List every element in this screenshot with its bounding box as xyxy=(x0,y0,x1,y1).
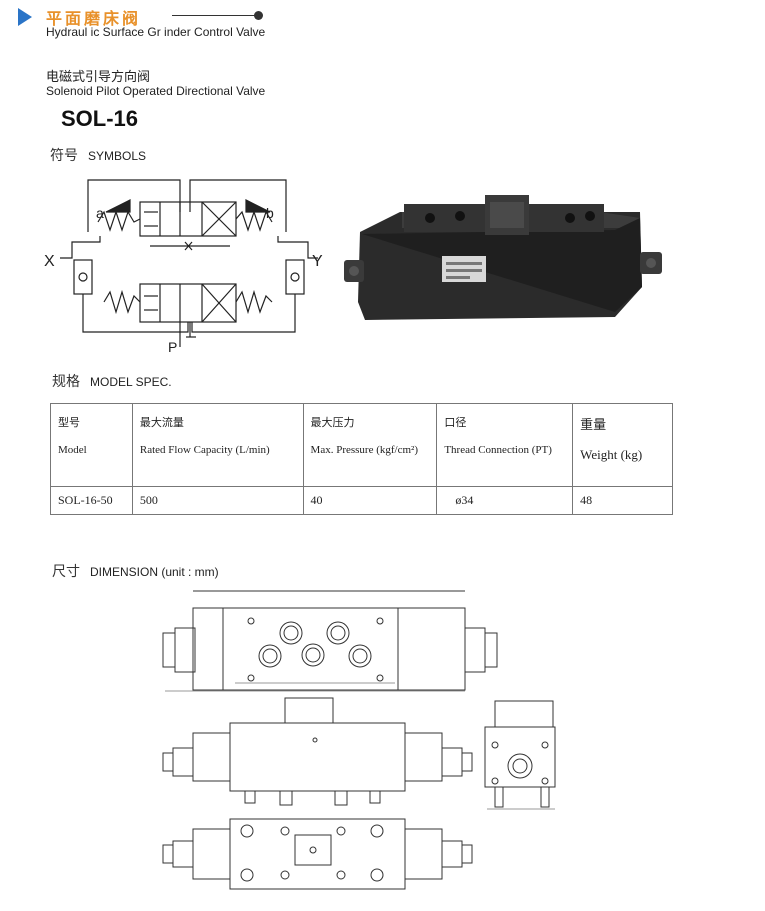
port-y-label: Y xyxy=(312,253,323,270)
symbols-heading: 符号 SYMBOLS xyxy=(50,145,146,165)
header-arrow-icon xyxy=(18,8,32,26)
port-a-label: a xyxy=(96,205,104,221)
dimension-drawing xyxy=(162,590,556,890)
port-x-label: X xyxy=(44,253,55,270)
cell-model: SOL-16-50 xyxy=(50,486,133,515)
dimension-heading-en: DIMENSION (unit : mm) xyxy=(90,565,219,579)
cell-thread: ø34 xyxy=(436,486,574,515)
spec-heading-cn: 规格 xyxy=(52,374,80,390)
port-b-label: b xyxy=(266,205,274,221)
cell-flow: 500 xyxy=(131,486,304,515)
symbols-heading-en: SYMBOLS xyxy=(88,149,147,163)
dimension-heading: 尺寸 DIMENSION (unit : mm) xyxy=(52,561,219,581)
title-dot-icon xyxy=(254,11,263,20)
catalog-title-en: Hydraul ic Surface Gr inder Control Valv… xyxy=(46,25,266,39)
title-divider xyxy=(172,15,256,16)
spec-heading: 规格 MODEL SPEC. xyxy=(52,371,172,391)
dimension-heading-cn: 尺寸 xyxy=(52,564,80,580)
hydraulic-symbol-diagram: a b X Y P xyxy=(44,179,323,355)
product-name-en: Solenoid Pilot Operated Directional Valv… xyxy=(46,84,266,98)
cell-pressure: 40 xyxy=(302,486,438,515)
symbols-heading-cn: 符号 xyxy=(50,148,78,164)
product-name-cn: 电磁式引导方向阀 xyxy=(46,70,151,85)
spec-heading-en: MODEL SPEC. xyxy=(90,375,172,389)
cell-weight: 48 xyxy=(572,486,673,515)
catalog-title-cn: 平面磨床阀 xyxy=(46,9,142,28)
model-title: SOL-16 xyxy=(61,106,139,131)
valve-product-image xyxy=(344,195,662,320)
table-row: SOL-16-50 500 40 ø34 48 xyxy=(50,486,673,515)
port-p-label: P xyxy=(168,339,177,355)
